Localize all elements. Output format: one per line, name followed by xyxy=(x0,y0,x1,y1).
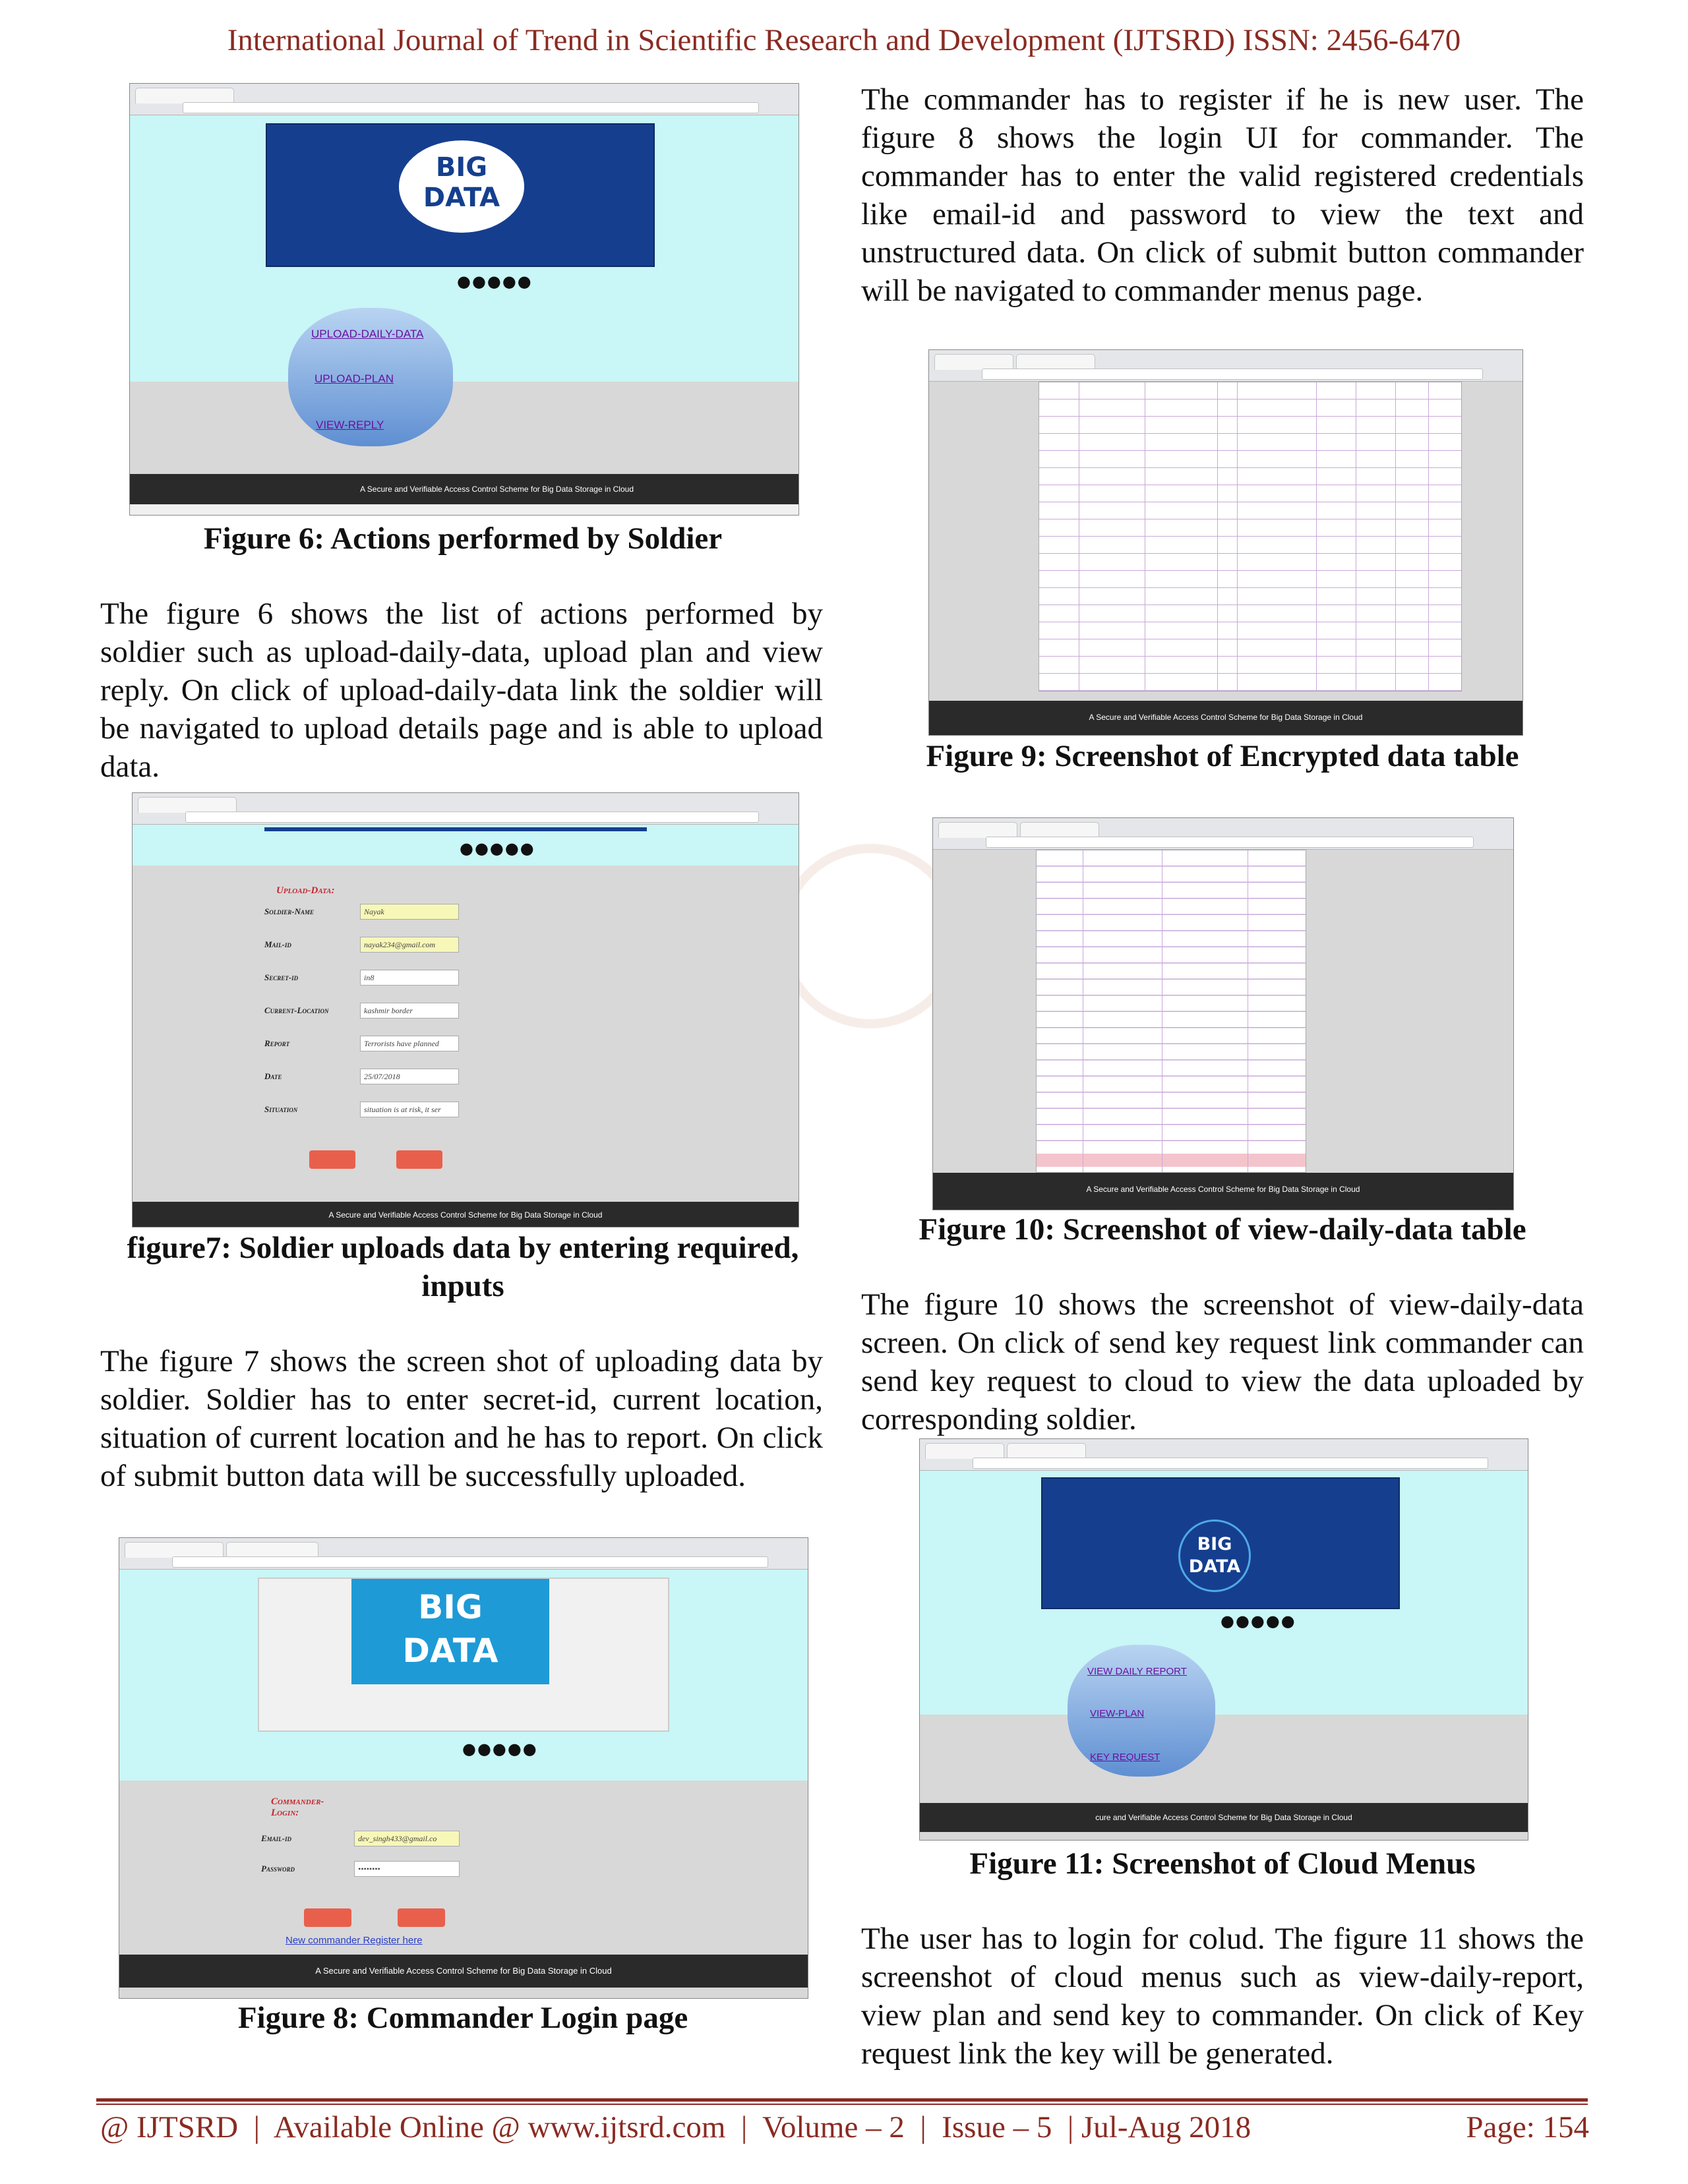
browser-chrome xyxy=(130,84,799,115)
view-plan-link[interactable]: VIEW-PLAN xyxy=(1090,1708,1145,1719)
cancel-button[interactable] xyxy=(396,1150,442,1169)
browser-chrome xyxy=(920,1439,1528,1471)
submit-button[interactable] xyxy=(309,1150,355,1169)
figure-8-caption: Figure 8: Commander Login page xyxy=(237,2001,688,2035)
right-paragraph-1: The commander has to register if he is n… xyxy=(861,82,1584,308)
upload-daily-data-link[interactable]: UPLOAD-DAILY-DATA xyxy=(311,328,424,340)
figure-6-screenshot: BIG DATA ●●●●● UPLOAD-DAILY-DATA UPLOAD-… xyxy=(129,83,799,516)
cancel-button[interactable] xyxy=(398,1908,445,1927)
report-field[interactable]: Terrorists have planned xyxy=(360,1036,459,1051)
figure-9-caption: Figure 9: Screenshot of Encrypted data t… xyxy=(926,739,1519,773)
left-paragraph-2: The figure 7 shows the screen shot of up… xyxy=(100,1344,823,1493)
current-location-field[interactable]: kashmir border xyxy=(360,1003,459,1018)
submit-button[interactable] xyxy=(304,1908,351,1927)
slider-dots[interactable]: ●●●●● xyxy=(457,272,533,291)
slider-dots[interactable]: ●●●●● xyxy=(460,839,535,858)
view-daily-data-table xyxy=(1036,850,1306,1173)
big-data-banner: BIG DATA xyxy=(1041,1477,1400,1609)
menu-cloud xyxy=(1068,1645,1215,1777)
app-footer: A Secure and Verifiable Access Control S… xyxy=(133,1202,799,1227)
footer-text: @ IJTSRD | Available Online @ www.ijtsrd… xyxy=(100,2110,1251,2144)
footer-rule xyxy=(96,2098,1588,2102)
figure-11-caption: Figure 11: Screenshot of Cloud Menus xyxy=(969,1846,1476,1881)
footer-rule-thin xyxy=(96,2104,1588,2105)
app-footer: A Secure and Verifiable Access Control S… xyxy=(130,474,799,504)
figure-10-screenshot: A Secure and Verifiable Access Control S… xyxy=(932,817,1514,1210)
figure-8-screenshot: BIG DATA ●●●●● Commander-Login: Email-id… xyxy=(119,1537,808,1999)
page-number: Page: 154 xyxy=(1466,2110,1589,2144)
register-link[interactable]: New commander Register here xyxy=(286,1935,423,1946)
mail-id-field[interactable]: nayak234@gmail.com xyxy=(360,937,459,953)
right-paragraph-2: The figure 10 shows the screenshot of vi… xyxy=(861,1287,1584,1436)
slider-dots[interactable]: ●●●●● xyxy=(462,1740,538,1758)
slider-dots[interactable]: ●●●●● xyxy=(1221,1612,1296,1630)
upload-plan-link[interactable]: UPLOAD-PLAN xyxy=(315,372,394,385)
view-daily-report-link[interactable]: VIEW DAILY REPORT xyxy=(1087,1666,1187,1677)
right-paragraph-3: The user has to login for colud. The fig… xyxy=(861,1922,1584,2071)
browser-chrome xyxy=(933,818,1513,850)
browser-chrome xyxy=(133,793,799,825)
secret-id-field[interactable]: in8 xyxy=(360,970,459,986)
email-field[interactable]: dev_singh433@gmail.co xyxy=(354,1831,460,1846)
left-paragraph-1: The figure 6 shows the list of actions p… xyxy=(100,597,823,784)
encrypted-data-table xyxy=(1039,382,1462,692)
key-request-link[interactable]: KEY REQUEST xyxy=(1090,1752,1160,1763)
big-data-puzzle-banner: BIG DATA xyxy=(258,1578,669,1732)
upload-form-title: Upload-Data: xyxy=(276,885,335,896)
app-footer: A Secure and Verifiable Access Control S… xyxy=(929,701,1522,735)
figure-9-screenshot: A Secure and Verifiable Access Control S… xyxy=(928,349,1523,736)
situation-field[interactable]: situation is at risk, it ser xyxy=(360,1102,459,1117)
figure-11-screenshot: BIG DATA ●●●●● VIEW DAILY REPORT VIEW-PL… xyxy=(919,1438,1528,1841)
date-field[interactable]: 25/07/2018 xyxy=(360,1069,459,1084)
browser-chrome xyxy=(119,1538,808,1570)
browser-chrome xyxy=(929,350,1522,382)
password-field[interactable]: •••••••• xyxy=(354,1861,460,1877)
soldier-name-field[interactable]: Nayak xyxy=(360,904,459,920)
app-footer: A Secure and Verifiable Access Control S… xyxy=(933,1173,1513,1210)
figure-10-caption: Figure 10: Screenshot of view-daily-data… xyxy=(919,1212,1526,1247)
figure-6-caption: Figure 6: Actions performed by Soldier xyxy=(203,521,723,556)
app-footer: cure and Verifiable Access Control Schem… xyxy=(920,1803,1528,1832)
journal-header: International Journal of Trend in Scient… xyxy=(227,23,1461,57)
big-data-banner: BIG DATA xyxy=(266,123,655,267)
page-footer: @ IJTSRD | Available Online @ www.ijtsrd… xyxy=(100,2110,1590,2145)
figure-7-screenshot: ●●●●● Upload-Data: Soldier-Name Mail-id … xyxy=(132,792,799,1227)
view-reply-link[interactable]: VIEW-REPLY xyxy=(316,419,384,431)
menu-cloud xyxy=(288,308,453,446)
figure-7-caption: figure7: Soldier uploads data by enterin… xyxy=(127,1231,799,1303)
app-footer: A Secure and Verifiable Access Control S… xyxy=(119,1955,808,1988)
commander-login-title: Commander-Login: xyxy=(271,1796,324,1818)
